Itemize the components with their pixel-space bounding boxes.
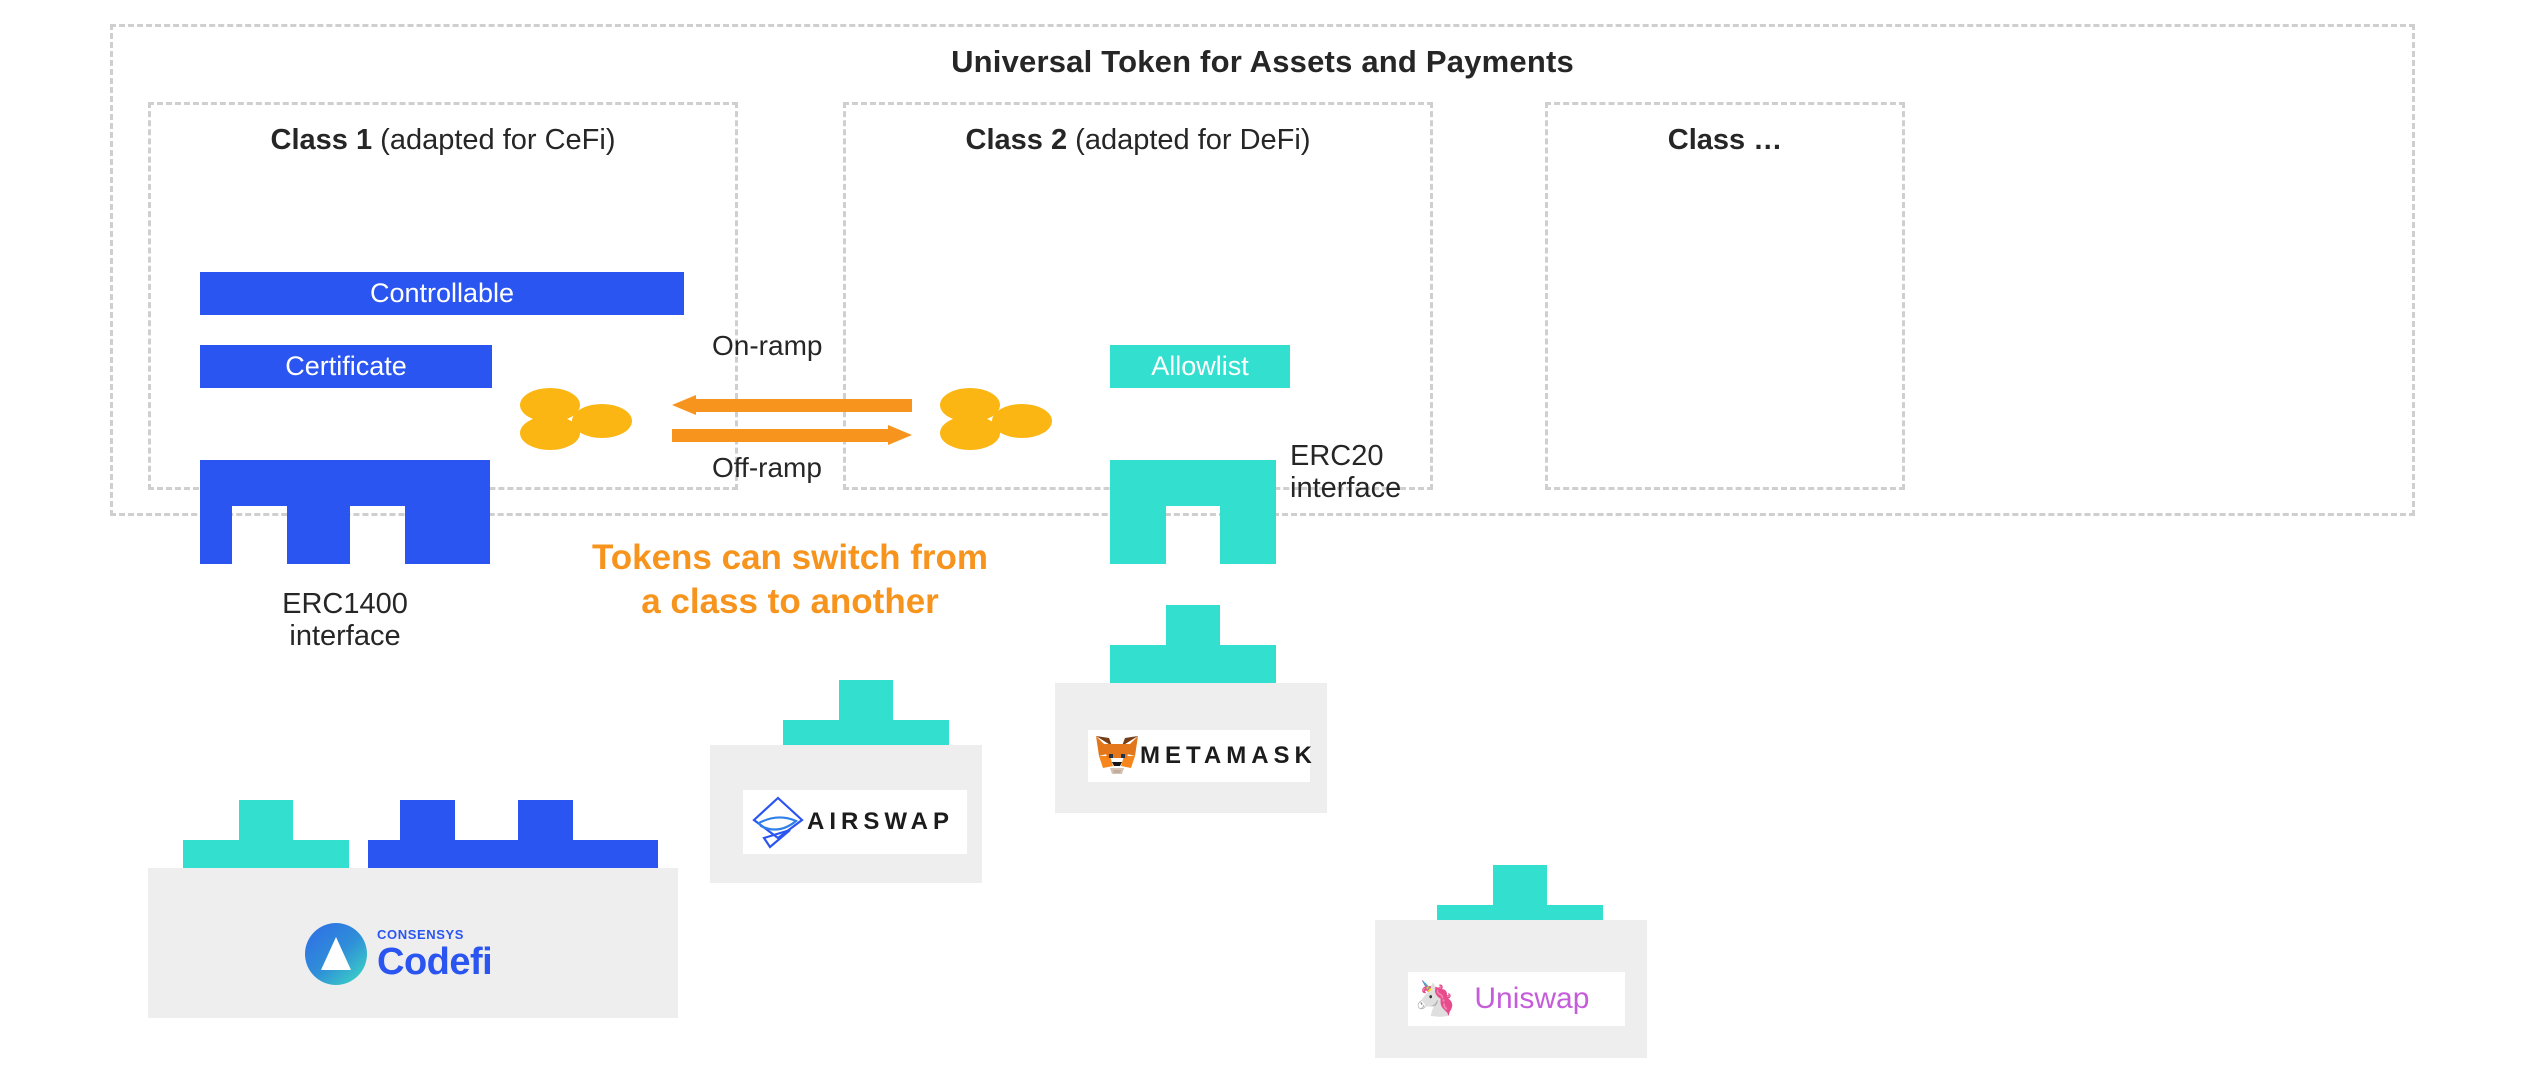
diagram-title: Universal Token for Assets and Payments <box>951 44 1574 79</box>
class-2-qualifier: (adapted for DeFi) <box>1075 124 1311 156</box>
codefi-wordmark: CONSENSYS Codefi <box>377 927 493 983</box>
class-n-name: Class … <box>1667 124 1783 156</box>
class-2-name: Class 2 <box>965 124 1068 156</box>
coin-icon <box>572 404 632 438</box>
coin-icon <box>940 416 1000 450</box>
erc1400-caption: ERC1400 interface <box>282 588 408 653</box>
coin-cluster-defi <box>940 388 1055 458</box>
uniswap-name: Uniswap <box>1474 982 1590 1015</box>
erc20-socket-icon <box>1110 460 1276 564</box>
on-ramp-arrow-left-icon <box>672 395 912 416</box>
class-1-name: Class 1 <box>270 124 373 156</box>
metamask-plug-icon <box>1110 605 1276 699</box>
metamask-logo: METAMASK <box>1088 730 1312 782</box>
chip-allowlist: Allowlist <box>1110 345 1290 388</box>
erc1400-socket-icon <box>200 460 490 564</box>
codefi-name: Codefi <box>377 941 493 983</box>
class-switch-callout: Tokens can switch from a class to anothe… <box>591 538 989 621</box>
airswap-name: AIRSWAP <box>807 808 955 835</box>
class-2-title: Class 2 (adapted for DeFi) <box>843 124 1433 157</box>
codefi-logo: CONSENSYS Codefi <box>305 918 520 990</box>
coin-icon <box>520 416 580 450</box>
codefi-triangle-icon <box>305 923 367 985</box>
off-ramp-arrow-right-icon <box>672 425 912 446</box>
airswap-logo: AIRSWAP <box>743 790 967 854</box>
chip-certificate: Certificate <box>200 345 492 388</box>
class-n-title: Class … <box>1545 124 1905 157</box>
class-n-box <box>1545 102 1905 490</box>
coin-icon <box>992 404 1052 438</box>
uniswap-logo: 🦄 Uniswap <box>1408 972 1625 1026</box>
metamask-name: METAMASK <box>1140 742 1317 769</box>
metamask-fox-icon <box>1094 734 1140 778</box>
class-1-title: Class 1 (adapted for CeFi) <box>148 124 738 157</box>
class-2-box <box>843 102 1433 490</box>
unicorn-icon: 🦄 <box>1414 980 1457 1018</box>
chip-controllable: Controllable <box>200 272 684 315</box>
class-1-qualifier: (adapted for CeFi) <box>380 124 616 156</box>
consensys-label: CONSENSYS <box>377 927 465 942</box>
on-ramp-label: On-ramp <box>712 330 823 361</box>
airswap-diamond-icon <box>749 793 807 851</box>
coin-cluster-cefi <box>520 388 635 458</box>
partner-card-codefi <box>148 868 678 1018</box>
off-ramp-label: Off-ramp <box>712 452 822 483</box>
erc20-caption: ERC20 interface <box>1290 440 1402 505</box>
